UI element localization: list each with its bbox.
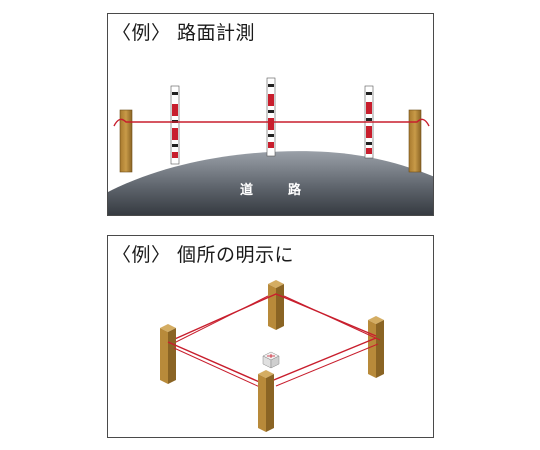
wooden-post-icon	[408, 109, 422, 173]
survey-pole-icon	[170, 85, 180, 165]
location-marking-panel: 〈例〉 個所の明示に	[107, 235, 434, 438]
wooden-post-icon	[119, 109, 133, 173]
survey-pole-icon	[266, 77, 276, 157]
road-label-left: 道	[240, 182, 253, 198]
rope-line-icon	[167, 293, 377, 343]
road-label-right: 路	[288, 182, 302, 198]
rope-line-icon	[275, 343, 379, 387]
road-measurement-panel: 〈例〉 路面計測 道 路	[107, 13, 434, 216]
wooden-post-icon	[160, 324, 176, 384]
rope-line-icon	[173, 347, 263, 389]
panel-title-location-marking: 〈例〉 個所の明示に	[112, 244, 295, 266]
rope-line-icon	[113, 118, 430, 127]
wooden-post-icon	[268, 280, 284, 330]
rope-line-icon	[167, 295, 269, 347]
wooden-post-icon	[258, 370, 274, 432]
survey-marker-box-icon	[262, 351, 280, 369]
rope-line-icon	[283, 295, 381, 341]
panel-title-road-measurement: 〈例〉 路面計測	[112, 22, 256, 44]
location-marking-diagram	[160, 280, 384, 432]
road-surface	[108, 151, 433, 215]
road-measurement-diagram: 道 路	[108, 77, 433, 215]
